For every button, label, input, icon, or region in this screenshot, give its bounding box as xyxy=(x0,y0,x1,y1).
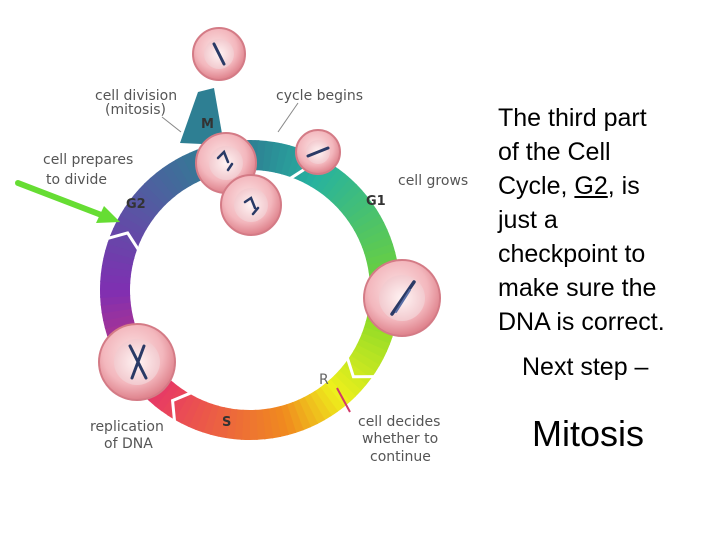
floating-cell xyxy=(192,27,246,81)
text-span: , is xyxy=(607,172,640,200)
cell-replicated xyxy=(98,323,176,401)
phase-g1: G1 xyxy=(366,194,386,209)
explanation-panel: The third part of the Cell Cycle, G2, is… xyxy=(498,101,713,454)
text-span: Cycle, xyxy=(498,172,575,200)
explanation-text: The third part of the Cell Cycle, G2, is… xyxy=(498,101,713,339)
text-line: Cycle, G2, is xyxy=(498,169,713,203)
label-cell-grows: cell grows xyxy=(398,173,468,189)
label-replication: replication xyxy=(90,419,164,435)
text-line: make sure the xyxy=(498,274,657,302)
pointer-arrow xyxy=(15,180,120,223)
phase-divider xyxy=(170,391,192,421)
phase-m: M xyxy=(201,117,214,132)
text-line: of the Cell xyxy=(498,138,611,166)
cell-g1 xyxy=(295,129,341,175)
next-step-text: Next step – xyxy=(522,353,649,381)
cell-growing xyxy=(363,259,441,337)
text-line: The third part xyxy=(498,104,647,132)
text-line: DNA is correct. xyxy=(498,308,665,336)
phase-divider xyxy=(346,357,374,379)
phase-divider xyxy=(107,231,140,251)
label-cell-division: cell division xyxy=(95,88,177,104)
label-to-divide: to divide xyxy=(46,172,107,188)
text-line: just a xyxy=(498,206,558,234)
leader-division xyxy=(161,116,182,133)
phase-s: S xyxy=(222,415,231,430)
dividing-cells xyxy=(195,132,282,236)
label-of-dna: of DNA xyxy=(104,436,153,452)
mitosis-heading: Mitosis xyxy=(532,413,645,454)
label-whether-to: whether to xyxy=(362,431,438,447)
label-mitosis: (mitosis) xyxy=(105,102,166,118)
phase-g2: G2 xyxy=(126,197,146,212)
mitosis-notch xyxy=(180,88,224,145)
label-cell-prepares: cell prepares xyxy=(43,152,133,168)
label-cell-decides: cell decides xyxy=(358,414,440,430)
g2-highlight: G2 xyxy=(574,172,608,200)
text-line: checkpoint to xyxy=(498,240,646,268)
cell-cycle-diagram: R M G1 G2 S cell division (mitosis) cycl… xyxy=(15,27,468,465)
label-cycle-begins: cycle begins xyxy=(276,88,363,104)
leader-cycle-begins xyxy=(277,102,299,133)
label-continue: continue xyxy=(370,449,431,465)
label-r: R xyxy=(319,372,329,388)
restriction-point-mark xyxy=(336,387,351,413)
